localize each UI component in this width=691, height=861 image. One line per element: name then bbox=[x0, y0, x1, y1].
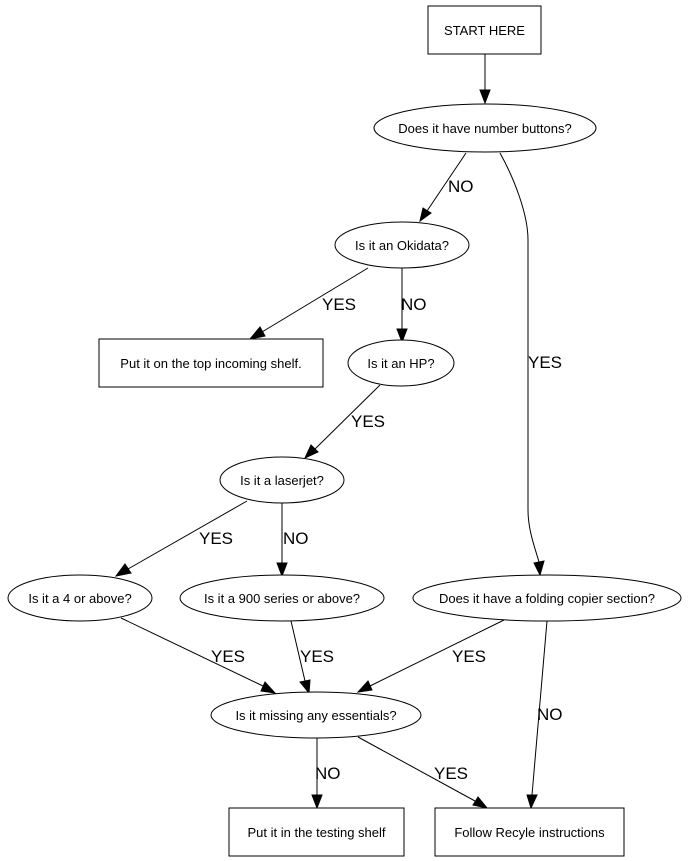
node-label: Is it a 4 or above? bbox=[28, 591, 131, 606]
node-missing-essentials: Is it missing any essentials? bbox=[210, 691, 422, 739]
node-number-buttons: Does it have number buttons? bbox=[373, 103, 597, 153]
edge-label-no: NO bbox=[315, 764, 341, 783]
edge-folding-copier-no: NO bbox=[526, 620, 563, 810]
node-label: Is it an Okidata? bbox=[355, 238, 449, 253]
edge-label-yes: YES bbox=[322, 295, 356, 314]
edge-label-no: NO bbox=[283, 529, 309, 548]
edge-label-yes: YES bbox=[351, 412, 385, 431]
node-label: Put it in the testing shelf bbox=[247, 825, 385, 840]
edge-laserjet-no: NO bbox=[276, 502, 309, 578]
node-label: Put it on the top incoming shelf. bbox=[120, 356, 301, 371]
node-start: START HERE bbox=[427, 5, 542, 55]
node-label: Is it an HP? bbox=[367, 356, 434, 371]
node-label: Is it missing any essentials? bbox=[235, 708, 396, 723]
node-label: Follow Recyle instructions bbox=[454, 825, 605, 840]
edge-nine-hundred-yes: YES bbox=[290, 620, 334, 695]
edge-four-or-above-yes: YES bbox=[120, 617, 277, 694]
edge-laserjet-yes: YES bbox=[114, 500, 248, 577]
edge-label-no: NO bbox=[537, 705, 563, 724]
node-label: START HERE bbox=[444, 23, 525, 38]
node-four-or-above: Is it a 4 or above? bbox=[7, 574, 153, 622]
edge-missing-essentials-yes: YES bbox=[357, 736, 489, 809]
edge-label-yes: YES bbox=[452, 647, 486, 666]
edge-folding-copier-yes: YES bbox=[356, 619, 505, 693]
edge-number-buttons-yes: YES bbox=[499, 152, 562, 577]
edge-okidata-no: NO bbox=[396, 268, 427, 344]
edge-label-yes: YES bbox=[434, 764, 468, 783]
node-okidata: Is it an Okidata? bbox=[334, 221, 470, 269]
edge-label-no: NO bbox=[401, 295, 427, 314]
node-label: Does it have number buttons? bbox=[398, 121, 571, 136]
edge-label-no: NO bbox=[448, 177, 474, 196]
node-label: Is it a laserjet? bbox=[240, 473, 324, 488]
edge-hp-yes: YES bbox=[303, 384, 385, 460]
node-label: Does it have a folding copier section? bbox=[439, 591, 655, 606]
edge-start-to-number-buttons bbox=[479, 54, 491, 105]
node-top-shelf: Put it on the top incoming shelf. bbox=[98, 338, 324, 388]
edge-label-yes: YES bbox=[300, 647, 334, 666]
node-folding-copier: Does it have a folding copier section? bbox=[412, 574, 682, 622]
edge-label-yes: YES bbox=[528, 353, 562, 372]
edge-missing-essentials-no: NO bbox=[311, 738, 341, 810]
node-laserjet: Is it a laserjet? bbox=[219, 456, 345, 504]
edge-label-yes: YES bbox=[211, 647, 245, 666]
node-label: Is it a 900 series or above? bbox=[204, 591, 360, 606]
node-nine-hundred: Is it a 900 series or above? bbox=[179, 574, 385, 622]
node-recycle: Follow Recyle instructions bbox=[434, 807, 625, 857]
edge-okidata-yes: YES bbox=[248, 267, 369, 340]
node-testing-shelf: Put it in the testing shelf bbox=[228, 807, 405, 857]
edge-label-yes: YES bbox=[199, 529, 233, 548]
node-hp: Is it an HP? bbox=[347, 339, 455, 387]
edge-number-buttons-no: NO bbox=[419, 152, 474, 223]
